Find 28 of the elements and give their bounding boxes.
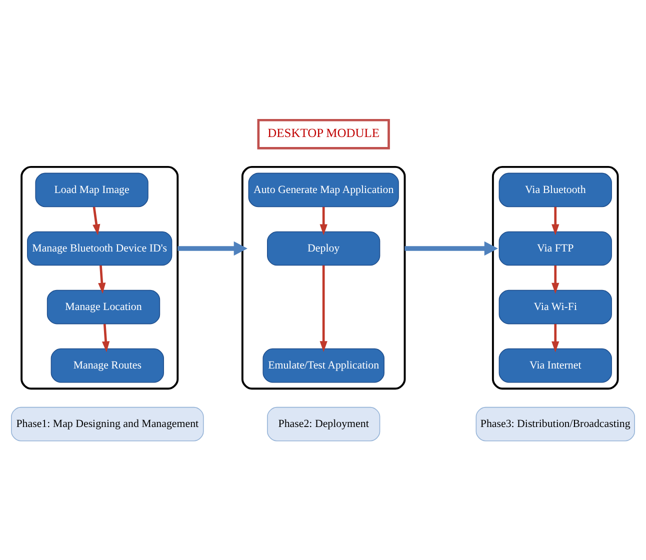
arrow xyxy=(98,264,106,294)
node-box: Via Bluetooth xyxy=(498,172,612,207)
cluster xyxy=(20,165,179,390)
arrow xyxy=(320,264,328,352)
arrow xyxy=(404,240,498,256)
node-box: Via Wi-Fi xyxy=(498,289,612,324)
arrow xyxy=(92,206,100,235)
node-box: Load Map Image xyxy=(35,172,148,207)
node-box: Phase2: Deployment xyxy=(267,406,380,441)
node-box: DESKTOP MODULE xyxy=(257,118,390,149)
node-box: Emulate/Test Application xyxy=(262,348,384,382)
node-box: Phase3: Distribution/Broadcasting xyxy=(476,406,635,441)
node-box: Via Internet xyxy=(498,348,612,382)
node-box: Auto Generate Map Application xyxy=(248,172,399,207)
arrow xyxy=(102,323,110,352)
arrow xyxy=(552,264,560,294)
node-box: Phase1: Map Designing and Management xyxy=(11,406,204,441)
cluster xyxy=(241,165,406,390)
arrow xyxy=(552,206,560,235)
node-box: Manage Bluetooth Device ID's xyxy=(27,230,172,266)
arrow xyxy=(552,323,560,352)
node-box: Deploy xyxy=(267,230,380,266)
cluster xyxy=(492,165,619,390)
arrow xyxy=(320,206,328,235)
node-box: Via FTP xyxy=(498,230,612,266)
node-box: Manage Routes xyxy=(50,348,164,382)
node-box: Manage Location xyxy=(46,289,160,324)
arrow xyxy=(178,240,248,256)
